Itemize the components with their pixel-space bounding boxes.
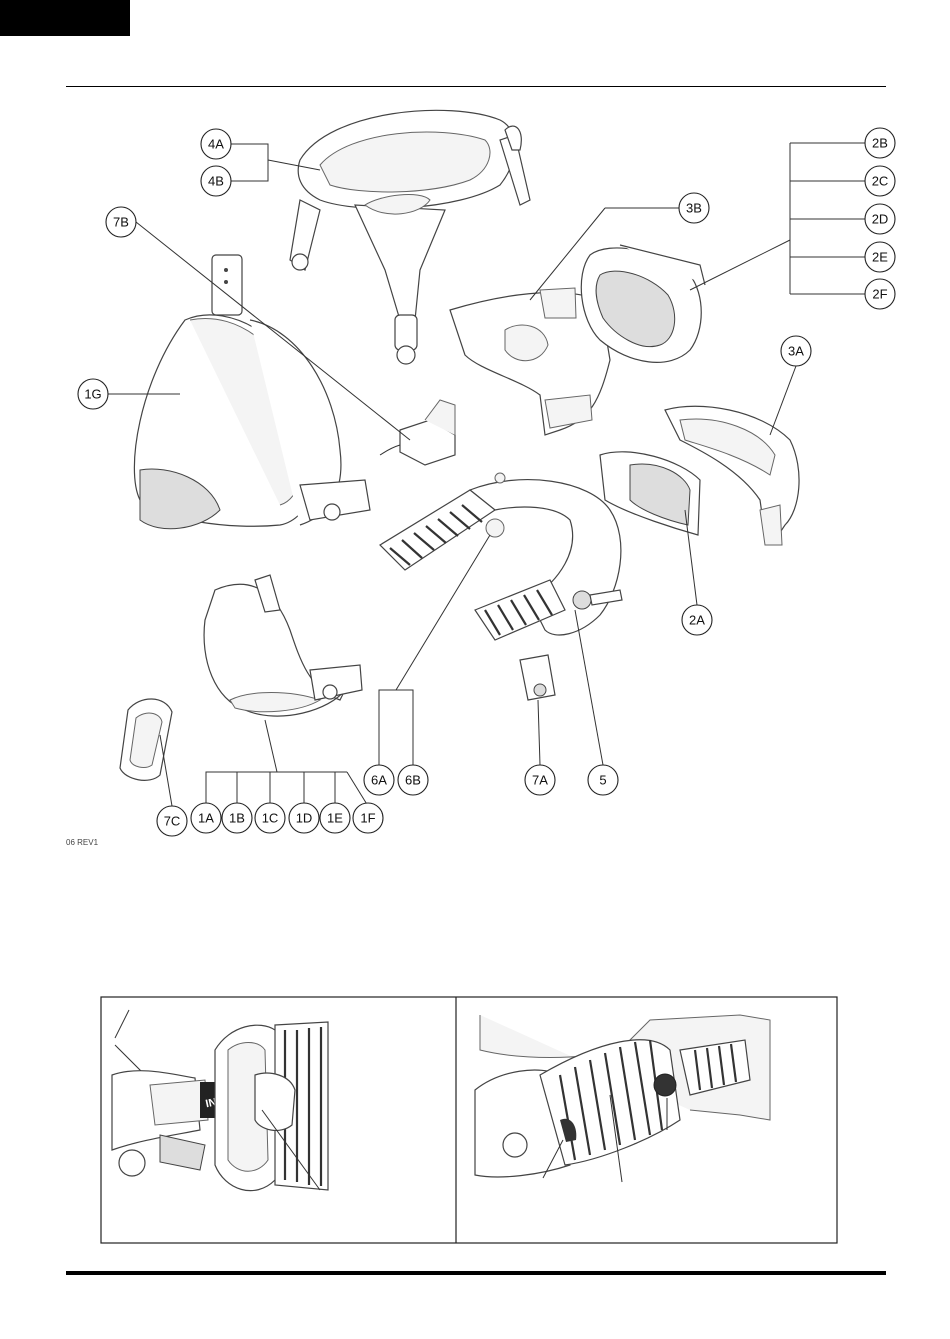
callout-1F: 1F [353,803,383,833]
svg-text:6A: 6A [371,773,387,788]
callout-5: 5 [588,765,618,795]
svg-text:3A: 3A [788,344,804,359]
svg-text:2C: 2C [872,174,889,189]
svg-text:7A: 7A [532,773,548,788]
figure-code: 06 REV1 [66,838,99,847]
svg-text:4A: 4A [208,137,224,152]
svg-text:5: 5 [599,773,606,788]
tag-7c-illustration [120,699,172,780]
svg-text:1F: 1F [360,811,375,826]
svg-text:2E: 2E [872,250,888,265]
callout-7B: 7B [106,207,136,237]
svg-text:1G: 1G [84,387,101,402]
callout-2E: 2E [865,242,895,272]
svg-text:1B: 1B [229,811,245,826]
callout-1A: 1A [191,803,221,833]
svg-text:3B: 3B [686,201,702,216]
svg-text:6B: 6B [405,773,421,788]
callout-2D: 2D [865,204,895,234]
inner-seal-illustration [204,575,362,716]
callout-1C: 1C [255,803,285,833]
callout-2C: 2C [865,166,895,196]
right-panel-connected-illustration [475,1015,770,1182]
clip-7a-illustration [520,655,555,700]
left-panel-insert-illustration: INSERT [112,1010,328,1191]
callout-2B: 2B [865,128,895,158]
svg-text:1A: 1A [198,811,214,826]
footer-rule [66,1271,886,1275]
blower-unit-illustration [380,473,622,640]
callout-2A: 2A [682,605,712,635]
callout-1B: 1B [222,803,252,833]
svg-text:7B: 7B [113,215,129,230]
instruction-panels: INSERT [101,997,837,1243]
callout-3A: 3A [781,336,811,366]
callout-6A: 6A [364,765,394,795]
svg-text:1D: 1D [296,811,313,826]
svg-text:7C: 7C [164,814,181,829]
svg-text:2B: 2B [872,136,888,151]
outer-shell-illustration [134,255,370,529]
callout-7C: 7C [157,806,187,836]
callout-4A: 4A [201,129,231,159]
callout-2F: 2F [865,279,895,309]
charger-illustration [380,400,455,465]
svg-text:2F: 2F [872,287,887,302]
svg-text:2D: 2D [872,212,889,227]
svg-text:4B: 4B [208,174,224,189]
release-button [654,1074,676,1096]
callout-4B: 4B [201,166,231,196]
callout-3B: 3B [679,193,709,223]
callout-1G: 1G [78,379,108,409]
svg-text:1C: 1C [262,811,279,826]
svg-text:2A: 2A [689,613,705,628]
callout-6B: 6B [398,765,428,795]
svg-text:1E: 1E [327,811,343,826]
callout-1E: 1E [320,803,350,833]
callout-7A: 7A [525,765,555,795]
callout-1D: 1D [289,803,319,833]
